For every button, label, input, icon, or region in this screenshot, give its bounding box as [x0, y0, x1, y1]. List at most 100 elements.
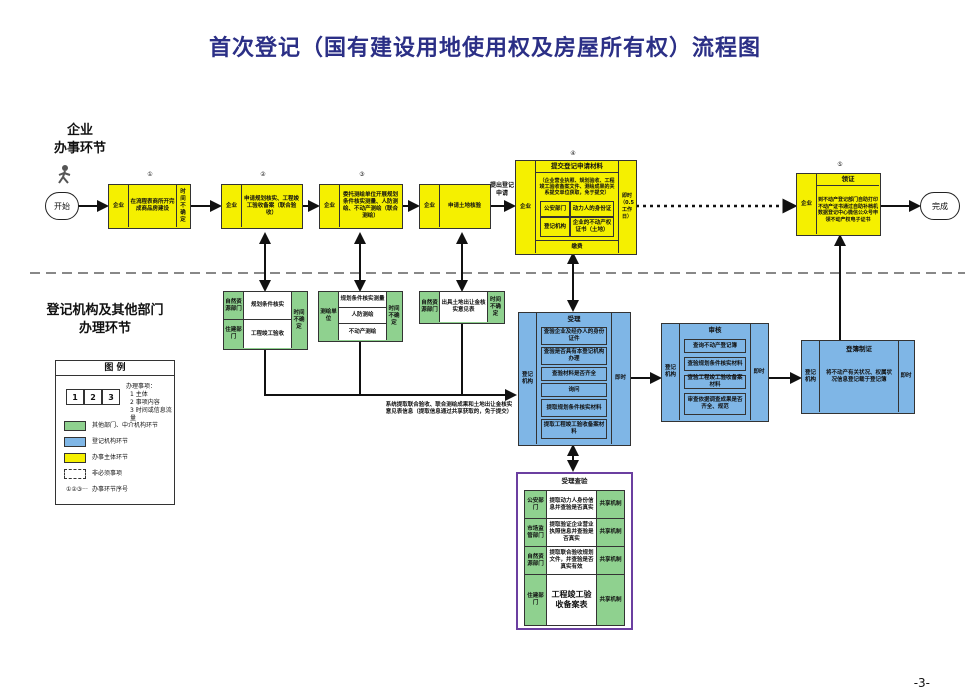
accept-item-3: 查验材料是否齐全 — [541, 367, 607, 381]
step1-role: 企业 — [109, 185, 129, 227]
query-mode-2: 共享机制 — [597, 519, 624, 547]
page-number: -3- — [913, 676, 930, 690]
legend-box-3: 3 — [102, 389, 120, 405]
g1-task2: 工程竣工验收 — [244, 320, 292, 348]
step4-box: 企业 申请土地核验 — [419, 184, 491, 229]
step3-text: 委托测绘单位开展规划条件核实测量、人防测绘、不动产测绘（联合测绘） — [342, 192, 398, 219]
step1-text: 在流程表商所开完成商品房建设 — [129, 185, 177, 227]
g2-task3: 不动产测绘 — [339, 324, 387, 340]
step2-text: 申请规划核实、工程竣工验收备案（联合验收） — [243, 195, 299, 216]
accept-time: 即时 — [611, 313, 629, 444]
accept-item-5: 提取规划条件核实材料 — [541, 399, 607, 417]
step1-box: 企业 在流程表商所开完成商品房建设 时间不确定 — [108, 184, 191, 229]
step-number-4: ④ — [570, 150, 576, 157]
record-text: 将不动产有关状况、权属状况信息登记载于登记簿 — [825, 370, 892, 383]
step5-fee: 缴费 — [536, 240, 618, 253]
review-item-4: 审查依据调查成果是否齐全、规范 — [684, 393, 746, 415]
query-dept-2: 市场监管部门 — [525, 519, 547, 547]
step6-role: 企业 — [797, 174, 817, 234]
accept-item-2: 查验是否具有本登记机构办理 — [541, 347, 607, 365]
lane-label-enterprise: 企业 办事环节 — [40, 122, 120, 158]
review-box: 登记机构 审核 查询不动产登记簿 查验规划条件核实材料 查验工程竣工验收备案材料… — [661, 323, 769, 422]
legend-dashed-label: 非必须事项 — [92, 470, 123, 477]
query-mode-1: 共享机制 — [597, 491, 624, 519]
accept-item-6: 提取工程竣工验收备案材料 — [541, 419, 607, 439]
query-mode-3: 共享机制 — [597, 547, 624, 575]
g1-time: 时间不确定 — [293, 309, 305, 330]
legend-blue-swatch — [64, 437, 86, 447]
g2-time: 时间不确定 — [388, 305, 400, 326]
review-title: 审核 — [708, 325, 722, 334]
query-task-4: 工程竣工验收备案表 — [547, 575, 597, 625]
step6-title: 领证 — [817, 174, 879, 186]
step4-text: 申请土地核验 — [447, 202, 481, 209]
step5-title: 提交登记申请材料 — [536, 161, 618, 173]
step5-r2c2: 企业的不动产权证书（土地） — [570, 217, 614, 237]
record-title: 登簿制证 — [846, 344, 872, 353]
walker-icon — [55, 164, 75, 184]
review-item-2: 查验规划条件核实材料 — [684, 357, 746, 371]
query-task-3: 提取联合验收规划文件，并查验是否真实有效 — [547, 547, 597, 575]
step3-box: 企业 委托测绘单位开展规划条件核实测量、人防测绘、不动产测绘（联合测绘） — [319, 184, 403, 229]
green-box-land: 自然资源部门 出具土地出让金核实意见表 时间不确定 — [419, 291, 505, 324]
step-number-3: ③ — [359, 171, 365, 178]
query-box: 受理查验 公安部门 提取动力人身份信息并查验是否真实 共享机制 市场监管部门 提… — [516, 472, 633, 630]
step-number-5: ⑤ — [837, 161, 843, 168]
query-inner: 公安部门 提取动力人身份信息并查验是否真实 共享机制 市场监管部门 提取验证企业… — [524, 490, 625, 626]
query-title: 受理查验 — [561, 476, 588, 485]
step5-time: 即时（0.5工作日） — [618, 161, 635, 253]
green-box-acceptance: 自然资源部门 规划条件核实 住建部门 工程竣工验收 时间不确定 — [223, 291, 308, 350]
step4-role: 企业 — [420, 185, 440, 227]
step-number-2: ② — [260, 171, 266, 178]
legend-box-desc-0: 办理事项： — [126, 383, 157, 390]
g3-dept: 自然资源部门 — [420, 292, 440, 322]
step1-time: 时间不确定 — [180, 188, 186, 223]
lane-label-registry: 登记机构及其他部门 办理环节 — [40, 302, 170, 338]
g2-dept: 测绘单位 — [319, 292, 339, 340]
legend-box-desc-2: 2 事项内容 — [130, 399, 160, 406]
legend-blue-label: 登记机构环节 — [92, 438, 129, 445]
legend-green-swatch — [64, 421, 86, 431]
query-task-2: 提取验证企业营业执照信息并查验是否真实 — [547, 519, 597, 547]
accept-box: 登记机构 受理 查验企业及经办人的身份证件 查验是否具有本登记机构办理 查验材料… — [518, 312, 631, 446]
step5-sub: （企业营业执照、规划验收、工程竣工验收备案文件、测绘成果的关系提交单位获取，免于… — [539, 178, 615, 196]
legend-yellow-swatch — [64, 453, 86, 463]
legend-box-1: 1 — [66, 389, 84, 405]
legend-title: 图 例 — [56, 361, 174, 376]
g3-time: 时间不确定 — [489, 296, 501, 317]
accept-item-1: 查验企业及经办人的身份证件 — [541, 327, 607, 345]
step3-role: 企业 — [320, 185, 340, 227]
step-number-1: ① — [147, 171, 153, 178]
page-title: 首次登记（国有建设用地使用权及房屋所有权）流程图 — [208, 35, 761, 61]
start-node: 开始 — [45, 192, 79, 220]
legend-box-2: 2 — [84, 389, 102, 405]
step5-r2c1: 登记机构 — [540, 217, 570, 237]
accept-title: 受理 — [567, 314, 581, 323]
g1-dept1: 自然资源部门 — [224, 292, 244, 320]
step5-r1c2: 动力人的身份证 — [570, 201, 614, 217]
end-node: 完成 — [920, 192, 960, 220]
accept-role: 登记机构 — [519, 313, 537, 444]
review-item-1: 查询不动产登记簿 — [684, 339, 746, 353]
g2-task2: 人防测绘 — [339, 308, 387, 324]
legend-box-desc-3: 3 时间或信息流量 — [130, 407, 172, 422]
review-item-3: 查验工程竣工验收备案材料 — [684, 375, 746, 389]
step6-box: 企业 领证 到不动产登记部门自助打印不动产证书通过自助补档机数据登记中心微信公众… — [796, 173, 881, 236]
shared-note: 系统提取联合验收、联合测绘成果和土地出让金核实意见表信息（提取信息通过共享获取的… — [385, 402, 513, 415]
query-task-1: 提取动力人身份信息并查验是否真实 — [547, 491, 597, 519]
record-time: 即时 — [898, 341, 913, 412]
query-dept-3: 自然资源部门 — [525, 547, 547, 575]
g1-dept2: 住建部门 — [224, 320, 244, 348]
record-role: 登记机构 — [802, 341, 820, 412]
step5-role: 企业 — [516, 161, 536, 253]
legend-yellow-label: 办事主体环节 — [92, 454, 129, 461]
g3-task: 出具土地出让金核实意见表 — [440, 292, 488, 322]
g1-task1: 规划条件核实 — [244, 292, 292, 320]
legend: 图 例 1 2 3 办理事项： 1 主体 2 事项内容 3 时间或信息流量 其他… — [55, 360, 175, 505]
review-time: 即时 — [750, 324, 767, 420]
legend-seq-symbol: ①②③··· — [66, 486, 88, 493]
step2-role: 企业 — [222, 185, 242, 227]
step2-box: 企业 申请规划核实、工程竣工验收备案（联合验收） — [221, 184, 303, 229]
query-dept-4: 住建部门 — [525, 575, 547, 625]
